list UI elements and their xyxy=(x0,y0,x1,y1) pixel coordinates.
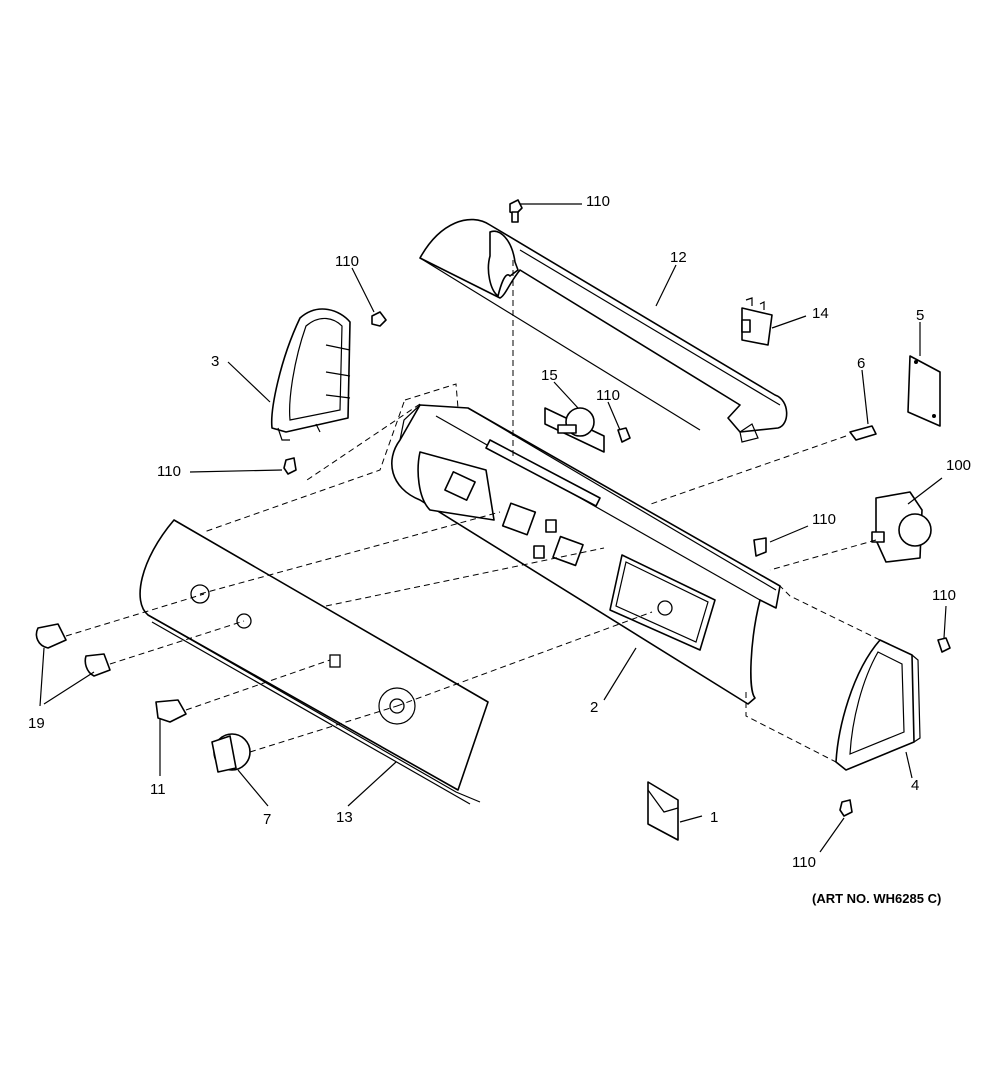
dial-part xyxy=(211,733,251,773)
callout-part-6: 6 xyxy=(857,355,865,372)
screw-left-bottom xyxy=(283,457,297,475)
callout-end-cap-left: 3 xyxy=(211,353,219,370)
callout-motor-15: 15 xyxy=(541,367,558,384)
callout-front-panel-13: 13 xyxy=(336,809,353,826)
callout-dial-7: 7 xyxy=(263,811,271,828)
motor-part xyxy=(544,407,605,453)
callout-screw-mid: 110 xyxy=(812,511,836,528)
front-panel-part xyxy=(139,519,489,805)
callout-screw-right-top: 110 xyxy=(932,587,956,604)
screw-left-top xyxy=(371,311,387,327)
timer-part xyxy=(871,491,932,563)
callout-top-cover: 12 xyxy=(670,249,687,266)
screw-mid xyxy=(753,537,767,557)
callout-knob-19: 19 xyxy=(28,715,45,732)
callout-manual-1: 1 xyxy=(710,809,718,826)
callout-board-5: 5 xyxy=(916,307,924,324)
right-end-cap-part xyxy=(835,639,921,771)
knob-19-upper xyxy=(35,623,67,649)
leader-lines xyxy=(39,203,947,853)
board-part xyxy=(907,355,941,427)
callout-screw-left-top: 110 xyxy=(335,253,359,270)
art-number: (ART NO. WH6285 C) xyxy=(812,891,941,906)
callout-screw-top: 110 xyxy=(586,193,610,210)
assembly-lines xyxy=(65,260,881,763)
backsplash-part xyxy=(391,404,781,705)
screw-motor xyxy=(617,427,631,443)
screw-right-bottom xyxy=(839,799,853,817)
screw-top xyxy=(509,199,523,223)
part-6 xyxy=(849,425,877,441)
switch-part xyxy=(741,297,773,346)
callout-end-cap-right: 4 xyxy=(911,777,919,794)
callout-rocker-11: 11 xyxy=(150,781,166,798)
callout-screw-motor: 110 xyxy=(596,387,620,404)
knob-19-lower xyxy=(84,653,111,677)
callout-screw-left-bottom: 110 xyxy=(157,463,181,480)
left-end-cap-part xyxy=(270,308,351,441)
callout-backsplash-2: 2 xyxy=(590,699,598,716)
manual-part xyxy=(647,781,679,841)
callout-timer-100: 100 xyxy=(946,457,971,474)
callout-screw-right-bottom: 110 xyxy=(792,854,816,871)
rocker-switch-part xyxy=(155,699,187,723)
callout-switch-14: 14 xyxy=(812,305,829,322)
screw-right-top xyxy=(937,637,951,653)
top-cover-part xyxy=(419,218,788,443)
